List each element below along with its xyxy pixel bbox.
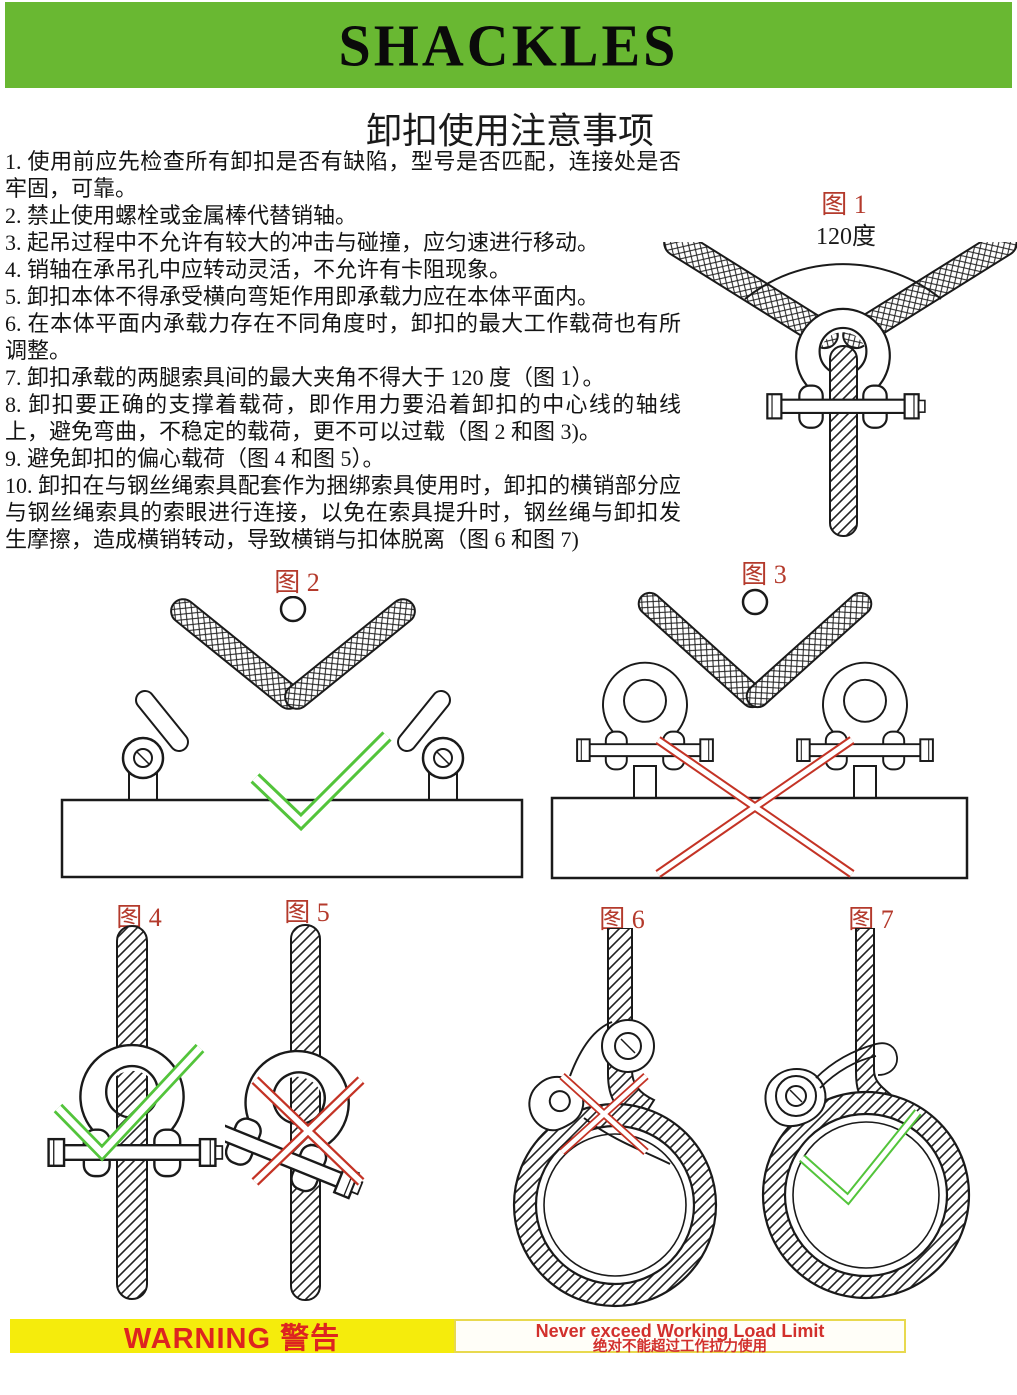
figure-3: 图 3 [548, 552, 1017, 885]
note-item-3: 3. 起吊过程中不允许有较大的冲击与碰撞，应匀速进行移动。 [5, 230, 600, 255]
wll-text-en: Never exceed Working Load Limit [535, 1321, 825, 1341]
lifting-eye-right [421, 736, 465, 802]
check-icon [799, 1109, 922, 1206]
shackle-drawing-right [796, 661, 934, 771]
figure-2-drawing [60, 596, 524, 879]
x-icon [251, 1076, 365, 1186]
figure-1-drawing [663, 242, 1017, 537]
figure-6: 图 6 [500, 895, 740, 1318]
shackle-pin [766, 393, 926, 420]
notice-list: 1. 使用前应先检查所有卸扣是否有缺陷，型号是否匹配，连接处是否牢固，可靠。 2… [5, 148, 681, 553]
figure-7: 图 7 [750, 895, 995, 1318]
link-plate [764, 1068, 827, 1128]
bow-curve [569, 1021, 613, 1077]
note-item-4: 4. 销轴在承吊孔中应转动灵活，不允许有卡阻现象。 [5, 257, 512, 282]
figure-4-drawing [47, 925, 224, 1300]
hoist-ring [279, 596, 307, 623]
note-item-2: 2. 禁止使用螺栓或金属棒代替销轴。 [5, 203, 358, 228]
shackle-ear [601, 1019, 655, 1073]
rope-drawing [829, 345, 858, 537]
check-icon [53, 1043, 205, 1162]
figure-5: 图 5 [225, 890, 410, 1315]
note-item-5: 5. 卸扣本体不得承受横向弯矩作用即承载力应在本体平面内。 [5, 284, 600, 309]
figure-1: 图 1 120度 [660, 180, 1017, 552]
wll-text-zh: 绝对不能超过工作拉力使用 [593, 1339, 767, 1355]
x-icon [655, 736, 855, 878]
hoist-ring [741, 588, 769, 616]
lug-plate-left [633, 765, 657, 801]
note-item-8: 8. 卸扣要正确的支撑着载荷，即作用力要沿着卸扣的中心线的轴线上，避免弯曲，不稳… [5, 392, 681, 444]
angle-arc [744, 263, 942, 300]
page-title: SHACKLES [338, 11, 679, 79]
header-banner: SHACKLES [5, 2, 1012, 88]
lug-plate-right [853, 765, 877, 801]
shackle-drawing [47, 1043, 224, 1178]
working-load-limit-box: Never exceed Working Load Limit 绝对不能超过工作… [454, 1319, 906, 1355]
note-item-10: 10. 卸扣在与钢丝绳索具配套作为捆绑索具使用时，卸扣的横销部分应与钢丝绳索具的… [5, 473, 681, 552]
figure-7-drawing [761, 928, 971, 1300]
strap-drawing [855, 928, 892, 1109]
figure-2-label: 图 2 [274, 568, 320, 597]
figure-4: 图 4 [40, 895, 240, 1315]
figure-2: 图 2 [55, 560, 530, 885]
note-item-7: 7. 卸扣承载的两腿索具间的最大夹角不得大于 120 度（图 1）。 [5, 365, 605, 390]
sling-drawing [637, 591, 873, 709]
figure-1-label: 图 1 [821, 190, 867, 219]
x-icon [559, 1073, 649, 1155]
rope-eye-drawing [761, 1090, 971, 1300]
rope-eye-drawing [512, 1102, 718, 1308]
notice-title: 卸扣使用注意事项 [365, 110, 654, 151]
sling-drawing [663, 242, 1017, 350]
figure-5-label: 图 5 [284, 898, 330, 927]
warning-label: WARNING 警告 [123, 1323, 341, 1355]
shackle-drawing-left [576, 661, 714, 771]
note-item-9: 9. 避免卸扣的偏心载荷（图 4 和图 5）。 [5, 446, 385, 471]
figure-3-drawing [550, 588, 969, 880]
warning-banner: WARNING 警告 [10, 1319, 454, 1355]
figure-6-drawing [512, 928, 718, 1308]
check-icon [250, 731, 392, 832]
lifting-eye-left [121, 736, 165, 802]
wire-loop [815, 1042, 898, 1089]
figure-5-drawing [225, 924, 365, 1301]
shackle-drawing [225, 1049, 364, 1200]
sling-drawing [135, 598, 451, 752]
figure-1-angle-note: 120度 [816, 224, 876, 250]
note-item-6: 6. 在本体平面内承载力存在不同角度时，卸扣的最大工作载荷也有所调整。 [5, 311, 681, 363]
figure-3-label: 图 3 [741, 560, 787, 589]
note-item-1: 1. 使用前应先检查所有卸扣是否有缺陷，型号是否匹配，连接处是否牢固，可靠。 [5, 149, 681, 201]
